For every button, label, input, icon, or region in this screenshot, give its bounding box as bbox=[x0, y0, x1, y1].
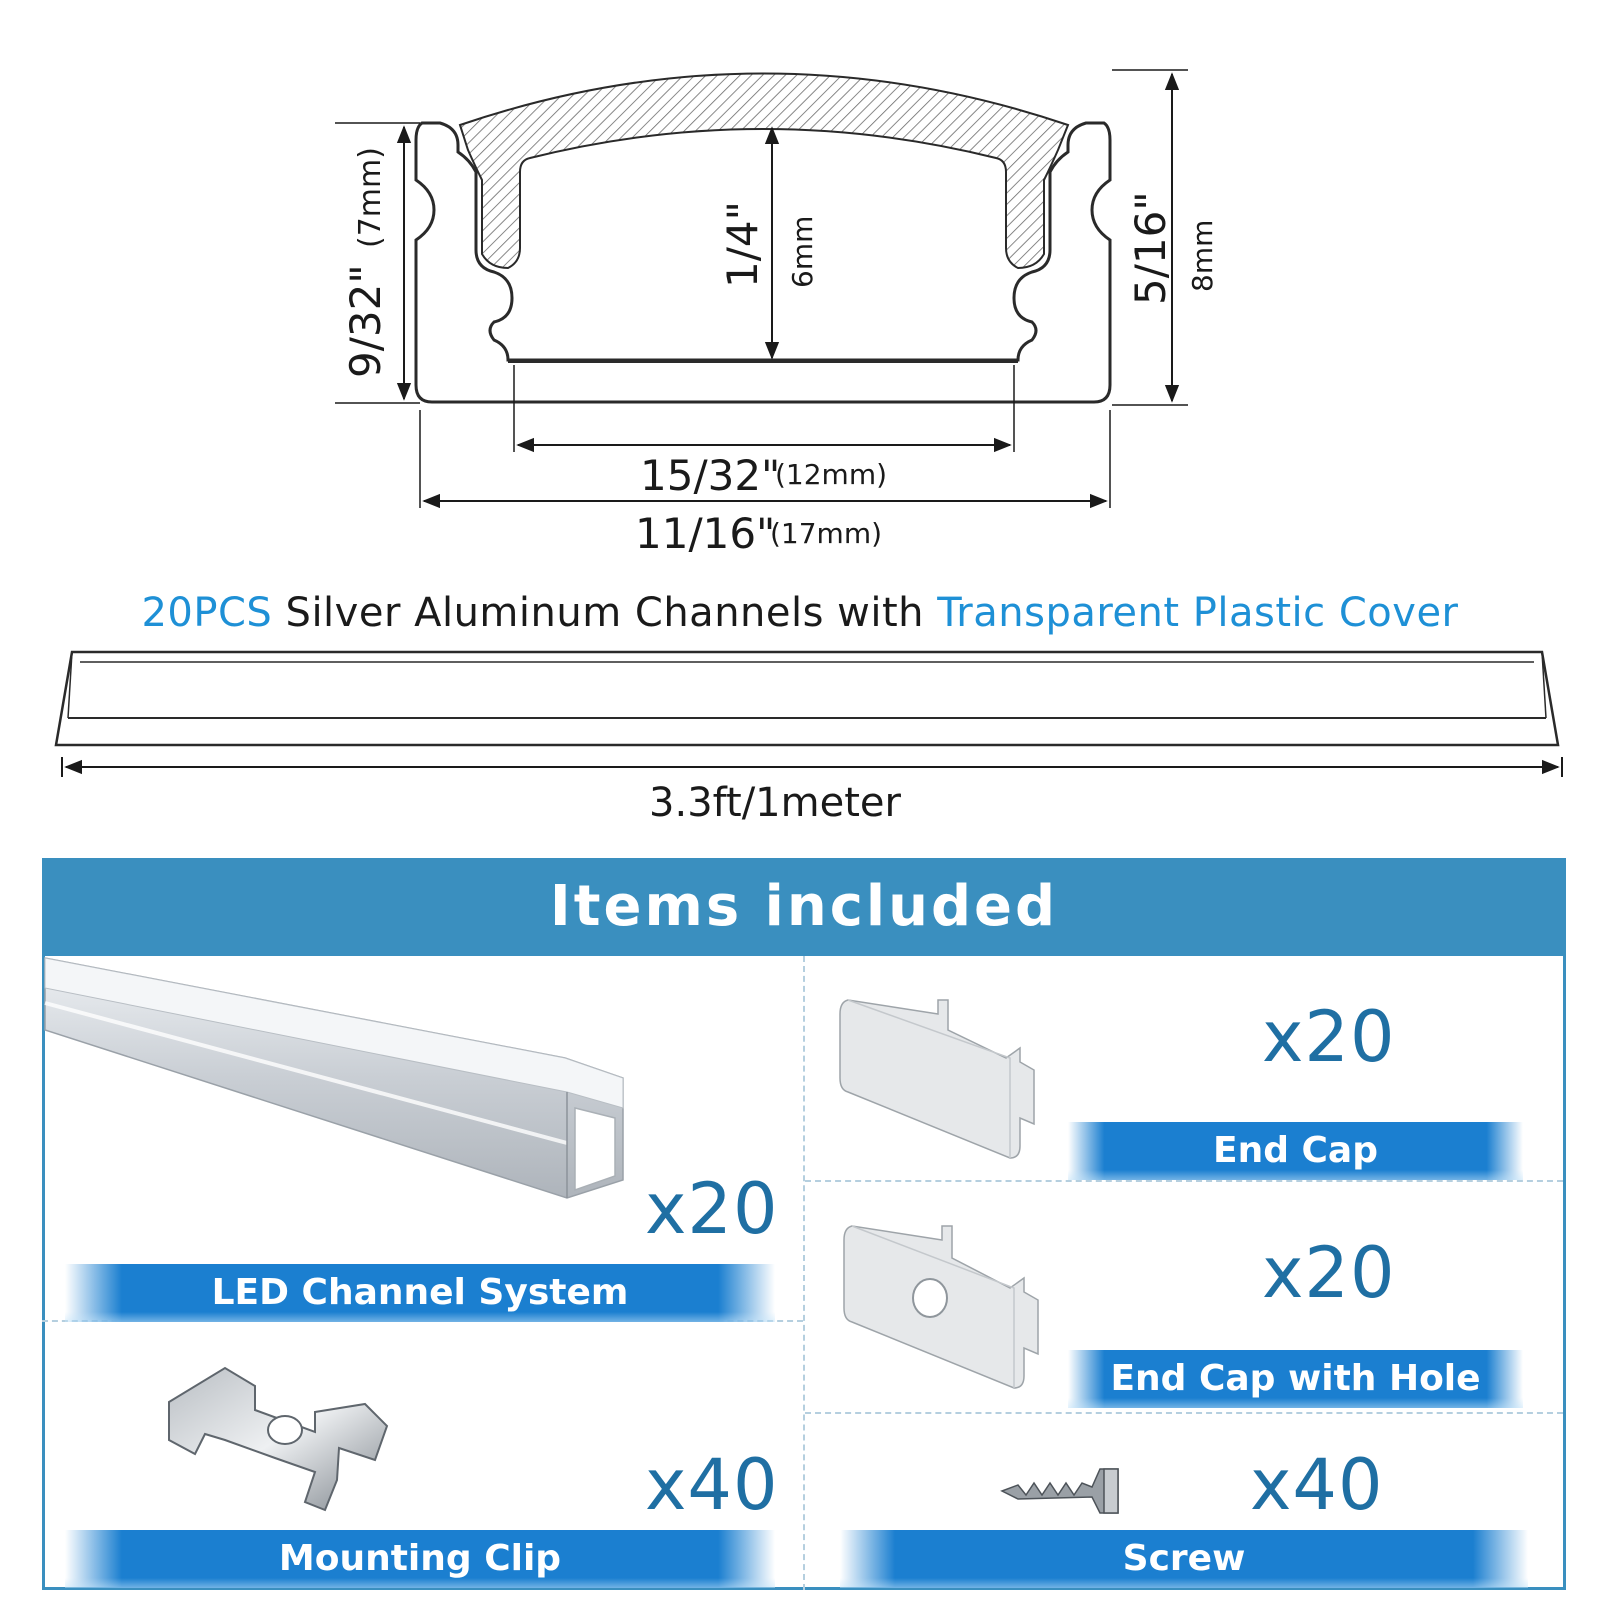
items-divider-right-1 bbox=[805, 1180, 1563, 1182]
mounting-clip-image bbox=[168, 1366, 389, 1512]
headline-count: 20PCS bbox=[141, 590, 273, 636]
screw-image bbox=[1000, 1468, 1119, 1514]
end-cap-image bbox=[839, 999, 1035, 1159]
outer-height-label: 5/16" bbox=[1126, 191, 1175, 305]
inner-height-mm: 6mm bbox=[786, 216, 819, 288]
end-cap-hole-image bbox=[843, 1225, 1039, 1389]
inner-width-label: 15/32" bbox=[640, 451, 780, 500]
length-label: 3.3ft/1meter bbox=[649, 780, 901, 826]
left-height-mm: (7mm) bbox=[353, 147, 388, 248]
items-divider-vertical bbox=[803, 956, 805, 1590]
outer-width-mm: (17mm) bbox=[770, 517, 882, 550]
left-height-label: 9/32" bbox=[341, 264, 390, 378]
items-header: Items included bbox=[42, 858, 1566, 956]
items-divider-right-2 bbox=[805, 1412, 1563, 1414]
screw-label: Screw bbox=[840, 1530, 1528, 1588]
led-channel-qty: x20 bbox=[645, 1168, 779, 1250]
outer-height-mm: 8mm bbox=[1186, 220, 1219, 292]
headline-middle: Silver Aluminum Channels with bbox=[285, 590, 925, 636]
outer-width-label: 11/16" bbox=[635, 509, 775, 558]
led-channel-label: LED Channel System bbox=[65, 1264, 775, 1322]
end-cap-hole-qty: x20 bbox=[1262, 1232, 1396, 1314]
profile-dimension-diagram: 9/32" (7mm) 1/4" 6mm 5/16" 8mm 15/32" (1… bbox=[54, 69, 1563, 777]
led-channel-image bbox=[44, 957, 624, 1199]
screw-qty: x40 bbox=[1250, 1444, 1384, 1526]
mounting-clip-qty: x40 bbox=[645, 1444, 779, 1526]
mounting-clip-label: Mounting Clip bbox=[65, 1530, 775, 1588]
headline-cover: Transparent Plastic Cover bbox=[937, 590, 1459, 636]
plastic-cover-section bbox=[458, 72, 1070, 270]
aluminum-profile-outline bbox=[414, 121, 1112, 404]
end-cap-label: End Cap bbox=[1068, 1122, 1523, 1180]
channel-bar-drawing bbox=[54, 650, 1560, 747]
inner-width-mm: (12mm) bbox=[775, 458, 887, 491]
end-cap-qty: x20 bbox=[1262, 996, 1396, 1078]
end-cap-hole-label: End Cap with Hole bbox=[1068, 1350, 1523, 1408]
product-headline: 20PCS Silver Aluminum Channels with Tran… bbox=[0, 590, 1600, 636]
inner-height-label: 1/4" bbox=[718, 201, 767, 288]
